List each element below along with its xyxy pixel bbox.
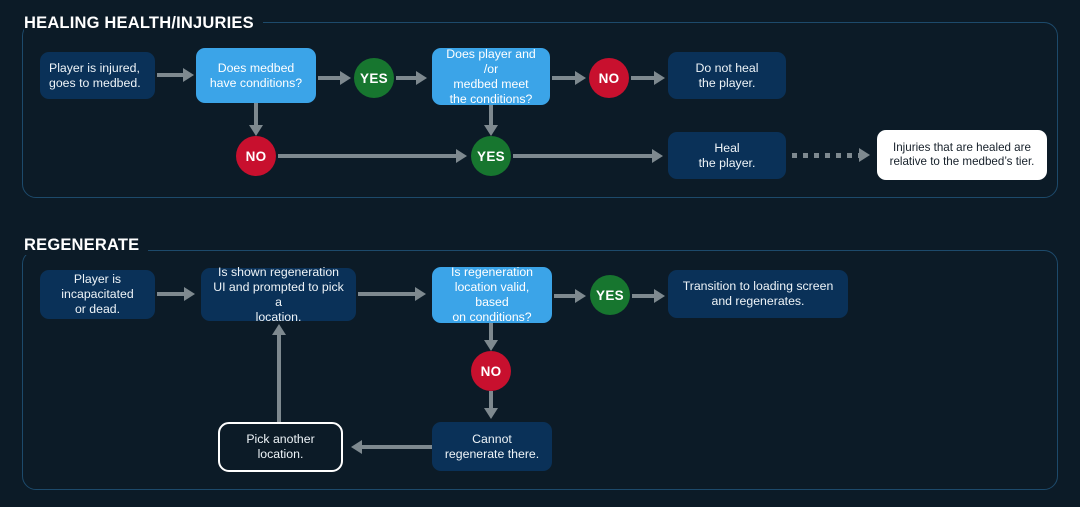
node-regen-location-valid[interactable]: Is regeneration location valid, based on… [432, 265, 552, 324]
pill-no-regen-invalid[interactable]: NO [471, 351, 511, 391]
node-heal-player[interactable]: Heal the player. [668, 132, 786, 179]
section-title-regenerate: REGENERATE [24, 236, 149, 255]
connector-no-to-yes-row2 [278, 154, 458, 158]
node-shown-regeneration-ui[interactable]: Is shown regeneration UI and prompted to… [201, 265, 356, 324]
arrowhead-yes-to-transition [654, 289, 665, 303]
connector-r1-to-r2 [157, 292, 185, 296]
arrowhead-h2-down-to-no [249, 125, 263, 136]
arrowhead-pick-another-up-to-r2 [272, 324, 286, 335]
node-player-incapacitated[interactable]: Player is incapacitated or dead. [40, 270, 155, 319]
connector-yes-to-heal [513, 154, 653, 158]
arrowhead-heal-to-callout [859, 148, 870, 162]
node-player-medbed-meet-conditions[interactable]: Does player and /or medbed meet the cond… [432, 47, 550, 106]
connector-pick-another-up-to-r2 [277, 335, 281, 422]
pill-yes-regen-valid[interactable]: YES [590, 275, 630, 315]
arrowhead-cannot-regen-to-pick-another [351, 440, 362, 454]
arrowhead-r3-down-to-no [484, 340, 498, 351]
connector-h4-to-no [552, 76, 576, 80]
connector-yes-to-h4 [396, 76, 418, 80]
pill-yes-medbed-conditions[interactable]: YES [354, 58, 394, 98]
connector-h2-to-yes [318, 76, 342, 80]
node-medbed-conditions[interactable]: Does medbed have conditions? [196, 48, 316, 103]
arrowhead-h2-to-yes [340, 71, 351, 85]
connector-heal-to-callout-dotted [792, 153, 860, 158]
connector-cannot-regen-to-pick-another [362, 445, 432, 449]
callout-injuries-relative-to-tier: Injuries that are healed are relative to… [877, 130, 1047, 180]
node-cannot-regenerate-there[interactable]: Cannot regenerate there. [432, 422, 552, 471]
arrowhead-r2-to-r3 [415, 287, 426, 301]
connector-no-down-to-cannot-regen [489, 391, 493, 409]
connector-r3-down-to-no [489, 323, 493, 341]
arrowhead-no-to-yes-row2 [456, 149, 467, 163]
node-do-not-heal[interactable]: Do not heal the player. [668, 52, 786, 99]
section-panel-regenerate [22, 250, 1058, 490]
arrowhead-no-to-do-not-heal [654, 71, 665, 85]
pill-no-conditions-not-met[interactable]: NO [589, 58, 629, 98]
connector-h2-down-to-no [254, 103, 258, 127]
section-title-healing: HEALING HEALTH/INJURIES [24, 14, 263, 33]
connector-r2-to-r3 [358, 292, 416, 296]
arrowhead-r1-to-r2 [184, 287, 195, 301]
node-player-injured[interactable]: Player is injured, goes to medbed. [40, 52, 155, 99]
pill-yes-conditions-met[interactable]: YES [471, 136, 511, 176]
connector-no-to-do-not-heal [631, 76, 655, 80]
section-panel-healing [22, 22, 1058, 198]
arrowhead-h4-down-to-yes [484, 125, 498, 136]
arrowhead-yes-to-h4 [416, 71, 427, 85]
node-pick-another-location[interactable]: Pick another location. [218, 422, 343, 472]
connector-yes-to-transition [632, 294, 655, 298]
arrowhead-yes-to-heal [652, 149, 663, 163]
arrowhead-h1-to-h2 [183, 68, 194, 82]
arrowhead-no-down-to-cannot-regen [484, 408, 498, 419]
connector-h4-down-to-yes [489, 105, 493, 127]
arrowhead-r3-to-yes [575, 289, 586, 303]
connector-r3-to-yes [554, 294, 576, 298]
pill-no-medbed-no-conditions[interactable]: NO [236, 136, 276, 176]
connector-h1-to-h2 [157, 73, 185, 77]
node-transition-loading-screen[interactable]: Transition to loading screen and regener… [668, 270, 848, 318]
arrowhead-h4-to-no [575, 71, 586, 85]
